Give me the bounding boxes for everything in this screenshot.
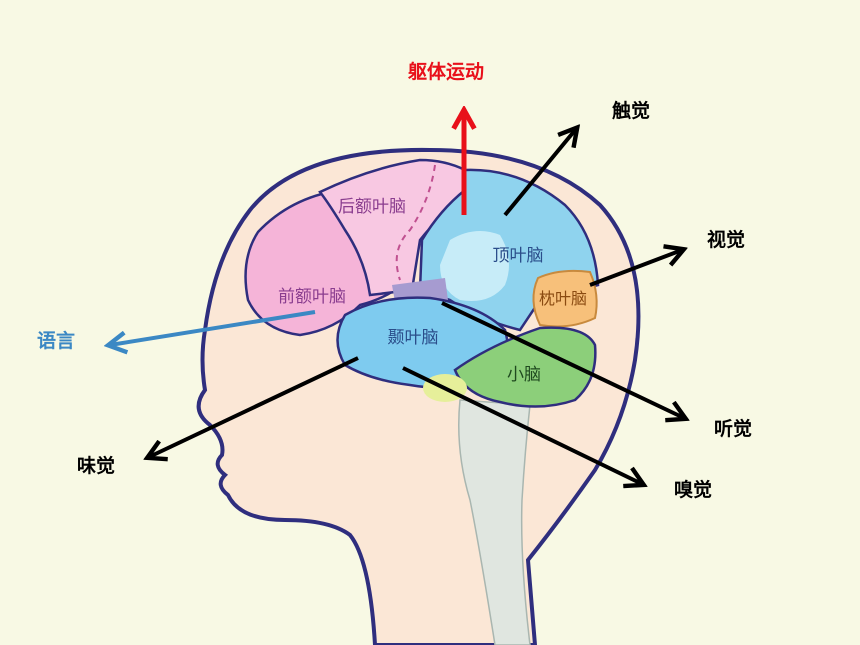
region-label-parietal: 顶叶脑 (493, 246, 544, 266)
taste-arrow (149, 356, 359, 457)
occipital-lobe (532, 269, 598, 328)
insula-patch (392, 278, 448, 302)
label-movement: 躯体运动 (407, 60, 484, 83)
label-hearing: 听觉 (714, 417, 752, 440)
smell-arrow (402, 366, 642, 484)
label-language: 语言 (37, 329, 75, 352)
region-label-prefrontal: 前额叶脑 (278, 287, 346, 307)
label-vision: 视觉 (707, 228, 745, 251)
vision-arrow (589, 250, 682, 287)
language-arrow (110, 310, 316, 345)
region-label-cerebellum: 小脑 (507, 365, 541, 385)
region-label-occipital: 枕叶脑 (539, 289, 587, 308)
brainstem (458, 399, 531, 645)
label-smell: 嗅觉 (674, 478, 712, 501)
label-touch: 触觉 (612, 99, 650, 122)
label-taste: 味觉 (77, 454, 115, 477)
hearing-arrow (441, 301, 684, 418)
cerebellum (453, 326, 597, 408)
region-label-temporal: 颞叶脑 (388, 328, 439, 348)
region-label-posterior-frontal: 后额叶脑 (338, 197, 406, 217)
parietal-inner (440, 231, 509, 301)
touch-arrow (503, 129, 576, 217)
frontal-dashed-line (395, 164, 436, 281)
